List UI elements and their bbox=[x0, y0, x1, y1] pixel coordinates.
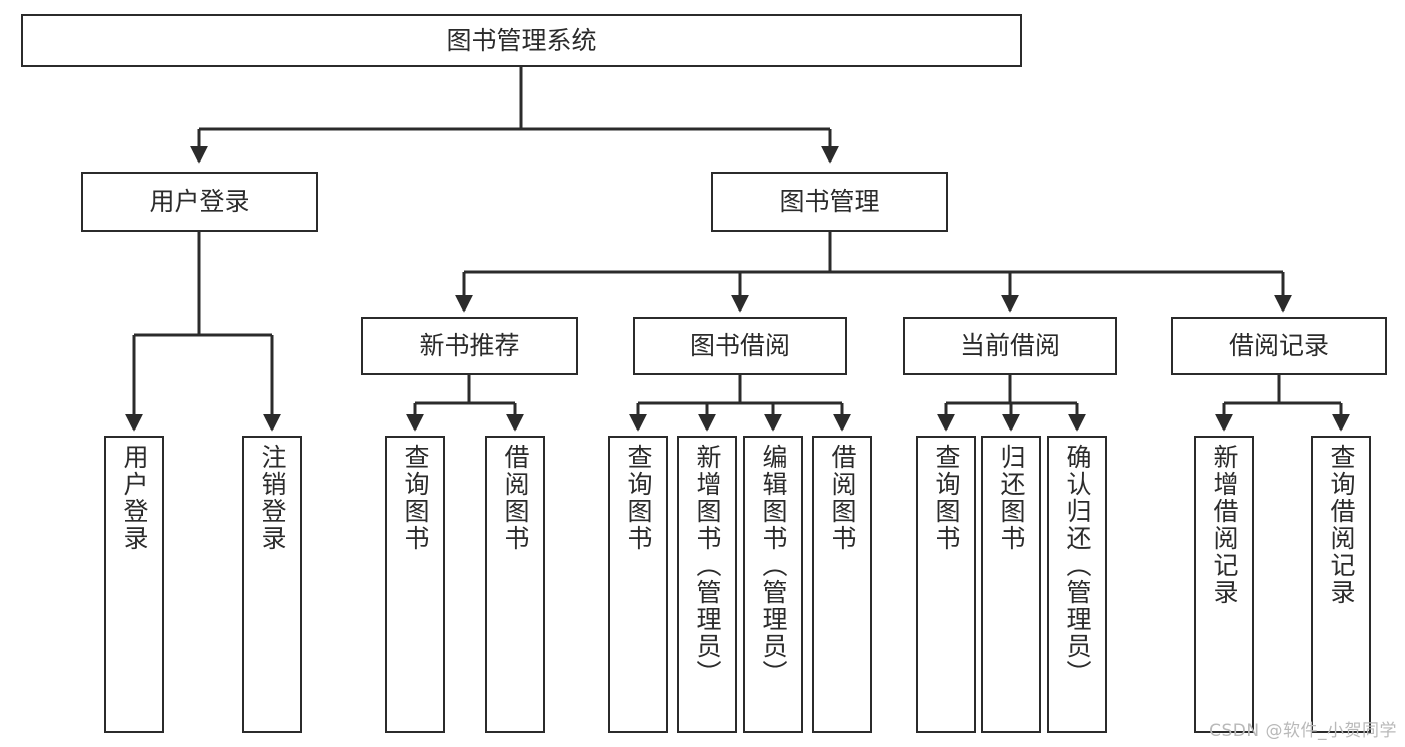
node-label: 查询借阅记录 bbox=[1327, 444, 1356, 606]
node-borrow-record[interactable]: 借阅记录 bbox=[1171, 317, 1387, 375]
node-user-login[interactable]: 用户登录 bbox=[81, 172, 318, 232]
leaf-user-login-login[interactable]: 用户登录 bbox=[104, 436, 164, 733]
node-new-book-recommend[interactable]: 新书推荐 bbox=[361, 317, 578, 375]
leaf-current-return-book[interactable]: 归还图书 bbox=[981, 436, 1041, 733]
node-label: 查询图书 bbox=[624, 444, 653, 552]
node-label: 查询图书 bbox=[932, 444, 961, 552]
node-label: 借阅图书 bbox=[828, 444, 857, 552]
watermark-text: CSDN @软件_小贺同学 bbox=[1209, 721, 1397, 741]
node-label: 借阅图书 bbox=[501, 444, 530, 552]
node-label: 新增图书（管理员） bbox=[693, 444, 722, 687]
node-label: 确认归还（管理员） bbox=[1063, 444, 1092, 687]
node-label: 新书推荐 bbox=[419, 331, 520, 361]
node-book-management[interactable]: 图书管理 bbox=[711, 172, 948, 232]
node-current-borrow[interactable]: 当前借阅 bbox=[903, 317, 1117, 375]
leaf-record-query-record[interactable]: 查询借阅记录 bbox=[1311, 436, 1371, 733]
leaf-current-query-book[interactable]: 查询图书 bbox=[916, 436, 976, 733]
node-label: 图书管理 bbox=[779, 187, 880, 217]
leaf-recommend-query-book[interactable]: 查询图书 bbox=[385, 436, 445, 733]
node-label: 新增借阅记录 bbox=[1210, 444, 1239, 606]
leaf-borrow-query-book[interactable]: 查询图书 bbox=[608, 436, 668, 733]
leaf-record-add-record[interactable]: 新增借阅记录 bbox=[1194, 436, 1254, 733]
node-label: 图书借阅 bbox=[689, 331, 790, 361]
node-label: 注销登录 bbox=[258, 444, 287, 552]
node-label: 用户登录 bbox=[120, 444, 149, 552]
leaf-recommend-borrow-book[interactable]: 借阅图书 bbox=[485, 436, 545, 733]
leaf-current-confirm-return-admin[interactable]: 确认归还（管理员） bbox=[1047, 436, 1107, 733]
node-book-borrow[interactable]: 图书借阅 bbox=[633, 317, 847, 375]
node-label: 查询图书 bbox=[401, 444, 430, 552]
leaf-borrow-edit-book-admin[interactable]: 编辑图书（管理员） bbox=[743, 436, 803, 733]
node-label: 用户登录 bbox=[149, 187, 250, 217]
node-label: 借阅记录 bbox=[1228, 331, 1329, 361]
leaf-borrow-borrow-book[interactable]: 借阅图书 bbox=[812, 436, 872, 733]
node-label: 归还图书 bbox=[997, 444, 1026, 552]
node-label: 图书管理系统 bbox=[446, 25, 597, 55]
node-root-system[interactable]: 图书管理系统 bbox=[21, 14, 1022, 67]
leaf-user-login-logout[interactable]: 注销登录 bbox=[242, 436, 302, 733]
node-label: 当前借阅 bbox=[959, 331, 1060, 361]
node-label: 编辑图书（管理员） bbox=[759, 444, 788, 687]
leaf-borrow-add-book-admin[interactable]: 新增图书（管理员） bbox=[677, 436, 737, 733]
